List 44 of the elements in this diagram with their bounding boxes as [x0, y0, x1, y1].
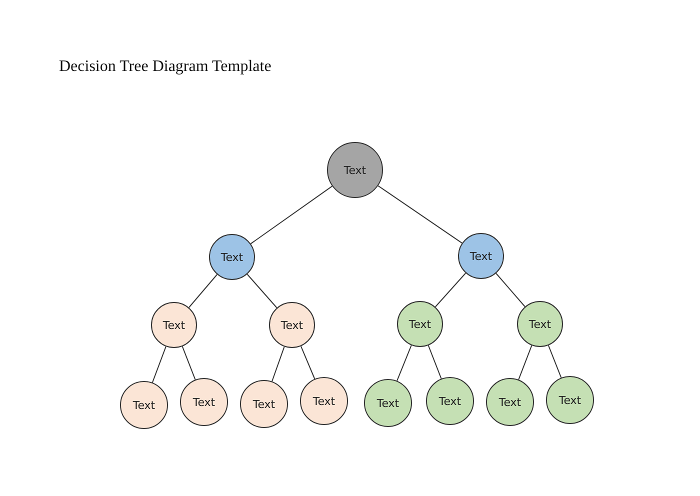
decision-node-circle — [397, 301, 443, 347]
decision-node-circle — [269, 302, 315, 348]
decision-node-circle — [151, 302, 197, 348]
node-label: Text — [558, 394, 582, 406]
node-label: Text — [192, 396, 216, 408]
connector-line — [152, 346, 166, 384]
connector-line — [188, 274, 218, 308]
node-label: Text — [132, 398, 156, 412]
connector-line — [182, 346, 196, 380]
connector-line — [246, 274, 278, 308]
node-label: Text — [470, 250, 492, 262]
node-label: Text — [498, 396, 522, 408]
connector-line — [518, 344, 532, 380]
decision-node-circle — [426, 377, 474, 425]
connector-line — [496, 272, 526, 308]
node-label: Text — [280, 318, 304, 332]
connector-line — [250, 186, 333, 244]
decision-node-circle — [546, 376, 594, 424]
connector-line — [300, 346, 316, 380]
node-label: Text — [376, 396, 400, 410]
decision-node-circle — [180, 378, 228, 426]
node-label: Text — [438, 394, 462, 408]
connector-line — [272, 346, 285, 382]
node-label: Text — [528, 318, 552, 330]
decision-node-circle — [364, 379, 412, 427]
decision-node-circle — [300, 377, 348, 425]
decision-node-circle — [517, 301, 563, 347]
node-label: Text — [162, 318, 186, 332]
connector-line — [434, 272, 466, 308]
diagram-title: Decision Tree Diagram Template — [59, 58, 272, 76]
connector-line — [428, 344, 442, 380]
decision-node-circle — [486, 378, 534, 426]
decision-node-circle — [209, 234, 255, 280]
connector-line — [548, 344, 562, 378]
connector-line — [396, 344, 412, 382]
node-label: Text — [312, 394, 336, 408]
node-label: Text — [344, 164, 366, 176]
decision-node-circle — [120, 381, 168, 429]
decision-node-circle — [240, 380, 288, 428]
decision-node-circle — [458, 233, 504, 279]
node-label: Text — [252, 398, 276, 410]
connector-line — [378, 185, 462, 244]
node-label: Text — [408, 318, 432, 330]
node-label: Text — [220, 250, 244, 264]
